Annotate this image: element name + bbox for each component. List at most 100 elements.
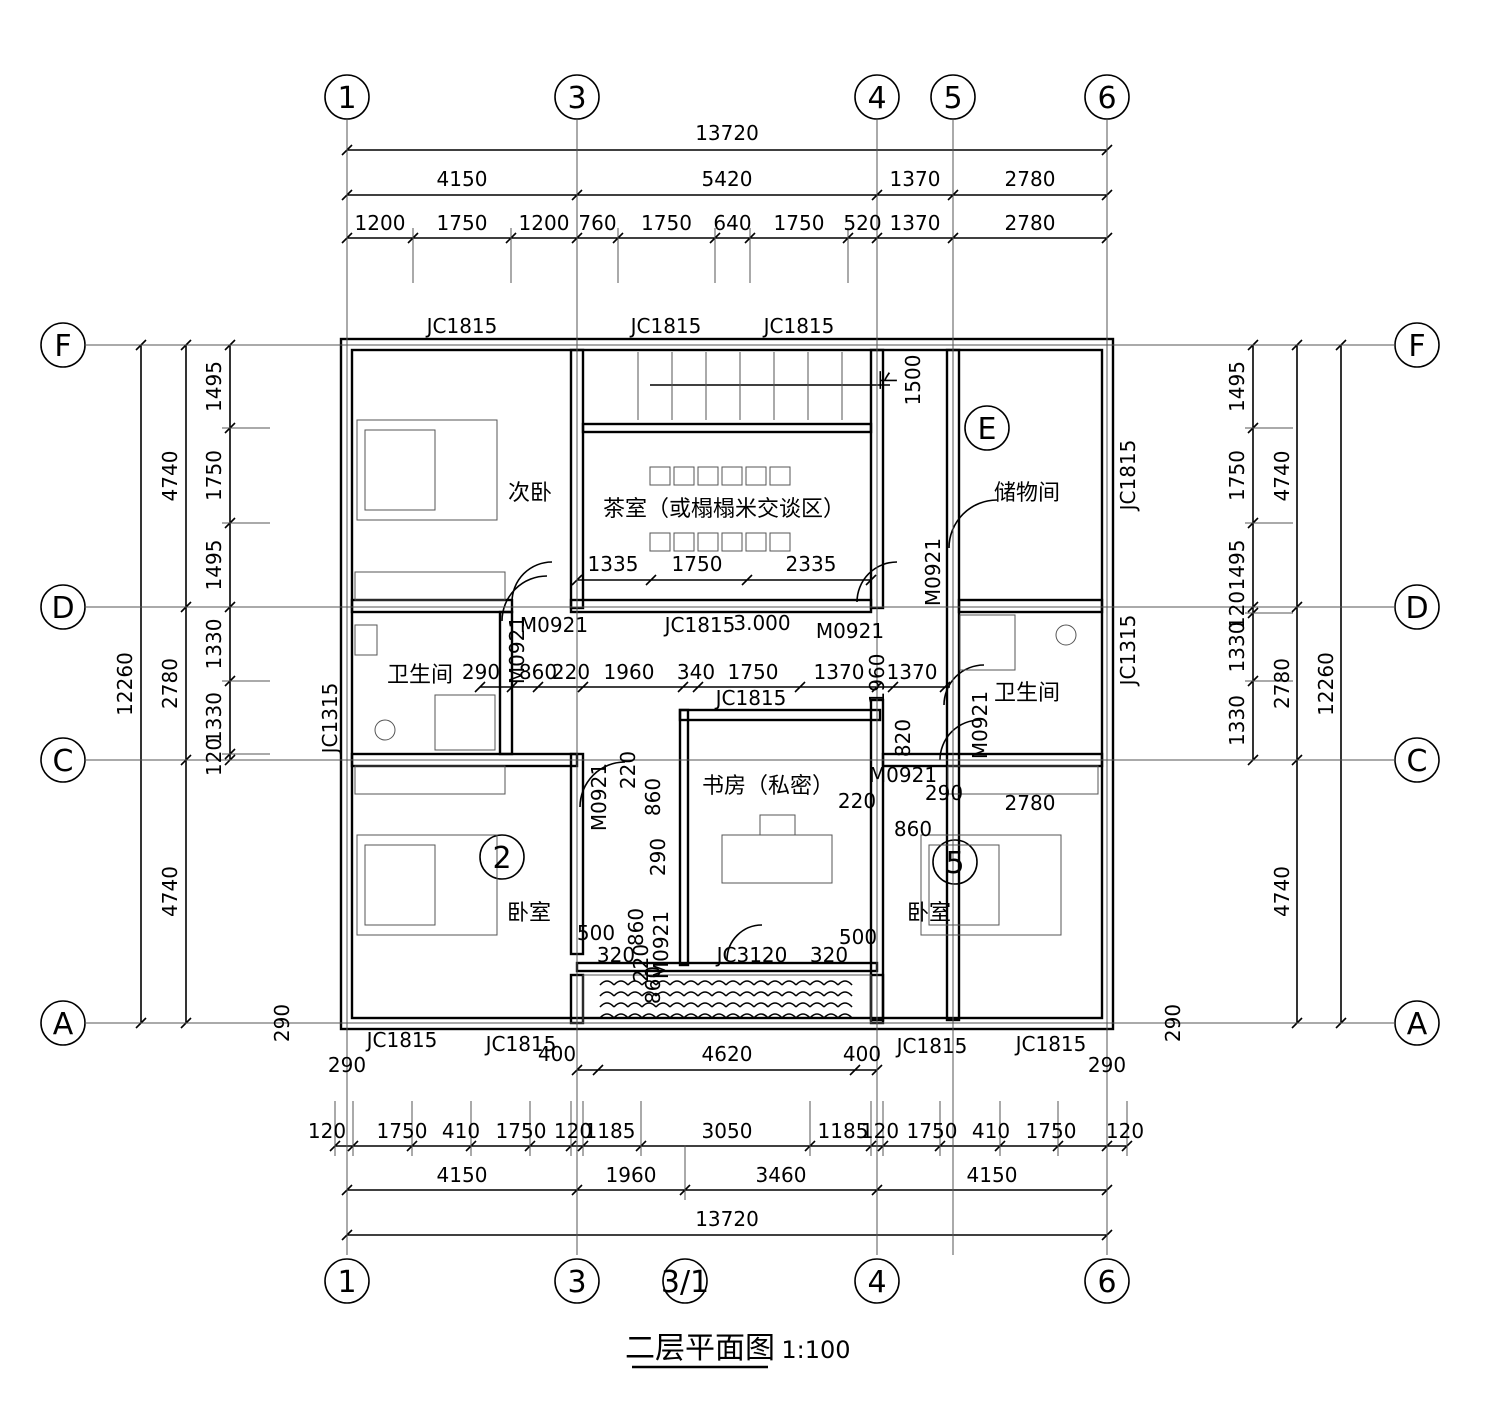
window-label: JC1815 xyxy=(895,1034,968,1058)
tea-cushion xyxy=(721,532,743,552)
window-label: JC1815 xyxy=(663,613,736,637)
dim-tick xyxy=(645,574,657,586)
porch xyxy=(582,974,872,1024)
axis-left-0-label: F xyxy=(54,329,71,364)
bed xyxy=(356,834,498,936)
dim-label: 1330 xyxy=(1225,622,1249,673)
axis-interior-2 xyxy=(479,834,525,880)
dim-label: 120 xyxy=(202,738,226,776)
tea-cushion xyxy=(673,532,695,552)
dim-label: 400 xyxy=(843,1042,881,1066)
bed-mattress xyxy=(364,844,436,926)
axis-top-3 xyxy=(930,74,976,120)
tea-cushion xyxy=(649,466,671,486)
dim-tick xyxy=(887,681,899,693)
dim-label: 1960 xyxy=(606,1163,657,1187)
dim-label: 1185 xyxy=(818,1119,869,1143)
tea-cushion xyxy=(697,532,719,552)
roof-tile xyxy=(683,1002,699,1008)
dim-label: 520 xyxy=(843,211,881,235)
tea-cushion xyxy=(769,532,791,552)
room-secondary-bedroom: 次卧 xyxy=(508,481,552,506)
roof-tile xyxy=(809,991,825,997)
roof-tile xyxy=(725,980,741,986)
dim-label: 1370 xyxy=(890,167,941,191)
wall xyxy=(581,422,873,434)
axis-bottom-2 xyxy=(662,1258,708,1304)
axis-right-2-label: C xyxy=(1407,744,1428,779)
axis-top-4-label: 6 xyxy=(1097,81,1116,116)
tea-cushion xyxy=(697,466,719,486)
room-study: 书房（私密） xyxy=(702,774,834,799)
wall xyxy=(957,598,1104,614)
dim-label: 220 xyxy=(616,751,640,789)
dim-label: 13720 xyxy=(695,121,759,145)
shower xyxy=(434,694,496,751)
tea-cushion xyxy=(721,466,743,486)
dim-tick xyxy=(532,681,544,693)
dim-label: 1750 xyxy=(202,450,226,501)
roof-tile xyxy=(627,991,643,997)
roof-tile xyxy=(795,980,811,986)
axis-top-0 xyxy=(324,74,370,120)
roof-tile xyxy=(837,980,853,986)
dim-label: 860 xyxy=(894,817,932,841)
roof-tile xyxy=(669,991,685,997)
dim-edge-left: 290 xyxy=(270,1004,294,1042)
dim-label: 1750 xyxy=(907,1119,958,1143)
dim-label: 290 xyxy=(462,660,500,684)
dim-tick xyxy=(677,681,689,693)
dim-label: 1330 xyxy=(1225,695,1249,746)
toilet xyxy=(1055,624,1077,646)
dim-label: 500 xyxy=(577,921,615,945)
dim-tick xyxy=(849,1064,861,1076)
dim-label: 120 xyxy=(308,1119,346,1143)
axis-interior-5 xyxy=(932,839,978,885)
roof-tile xyxy=(599,991,615,997)
wall xyxy=(498,610,514,756)
bed xyxy=(356,419,498,521)
wall xyxy=(678,708,882,722)
dim-label: 2780 xyxy=(1005,167,1056,191)
window-label: JC1815 xyxy=(484,1032,557,1056)
dim-total-left: 12260 xyxy=(113,652,137,716)
dim-label: 3460 xyxy=(756,1163,807,1187)
dim-label: 1750 xyxy=(496,1119,547,1143)
axis-bottom-0 xyxy=(324,1258,370,1304)
dim-label: 1495 xyxy=(1225,361,1249,412)
roof-tile xyxy=(837,991,853,997)
dim-total-bottom: 13720 xyxy=(695,1207,759,1231)
wardrobe xyxy=(947,765,1099,795)
dim-tick xyxy=(577,681,589,693)
window-label: JC1815 xyxy=(762,314,835,338)
roof-tile xyxy=(767,1002,783,1008)
dim-label: 1370 xyxy=(890,211,941,235)
roof-tile xyxy=(809,1002,825,1008)
axis-top-2 xyxy=(854,74,900,120)
axis-top-2-label: 4 xyxy=(867,81,886,116)
axis-left-3-label: A xyxy=(53,1007,74,1042)
roof-tile xyxy=(725,991,741,997)
room-bathroom-left: 卫生间 xyxy=(387,663,453,688)
roof-tile xyxy=(641,1002,657,1008)
roof-tile xyxy=(641,980,657,986)
dim-total-right: 12260 xyxy=(1314,652,1338,716)
tea-cushion xyxy=(769,466,791,486)
dim-label: 410 xyxy=(442,1119,480,1143)
window-label: JC1315 xyxy=(318,683,342,756)
door-label: M0921 xyxy=(869,763,937,787)
axis-top-0-label: 1 xyxy=(337,81,356,116)
roof-tile xyxy=(739,980,755,986)
door-swing xyxy=(726,924,763,961)
door-label: M0921 xyxy=(649,911,673,979)
study-chair xyxy=(759,814,796,836)
wardrobe xyxy=(354,571,506,601)
dim-label: 1750 xyxy=(728,660,779,684)
door-swing xyxy=(943,664,985,706)
dim-label: 3050 xyxy=(702,1119,753,1143)
dim-label: 1750 xyxy=(774,211,825,235)
dim-label: 1335 xyxy=(588,552,639,576)
roof-tile xyxy=(753,991,769,997)
door-label: M0921 xyxy=(505,616,529,684)
wall xyxy=(678,708,690,967)
